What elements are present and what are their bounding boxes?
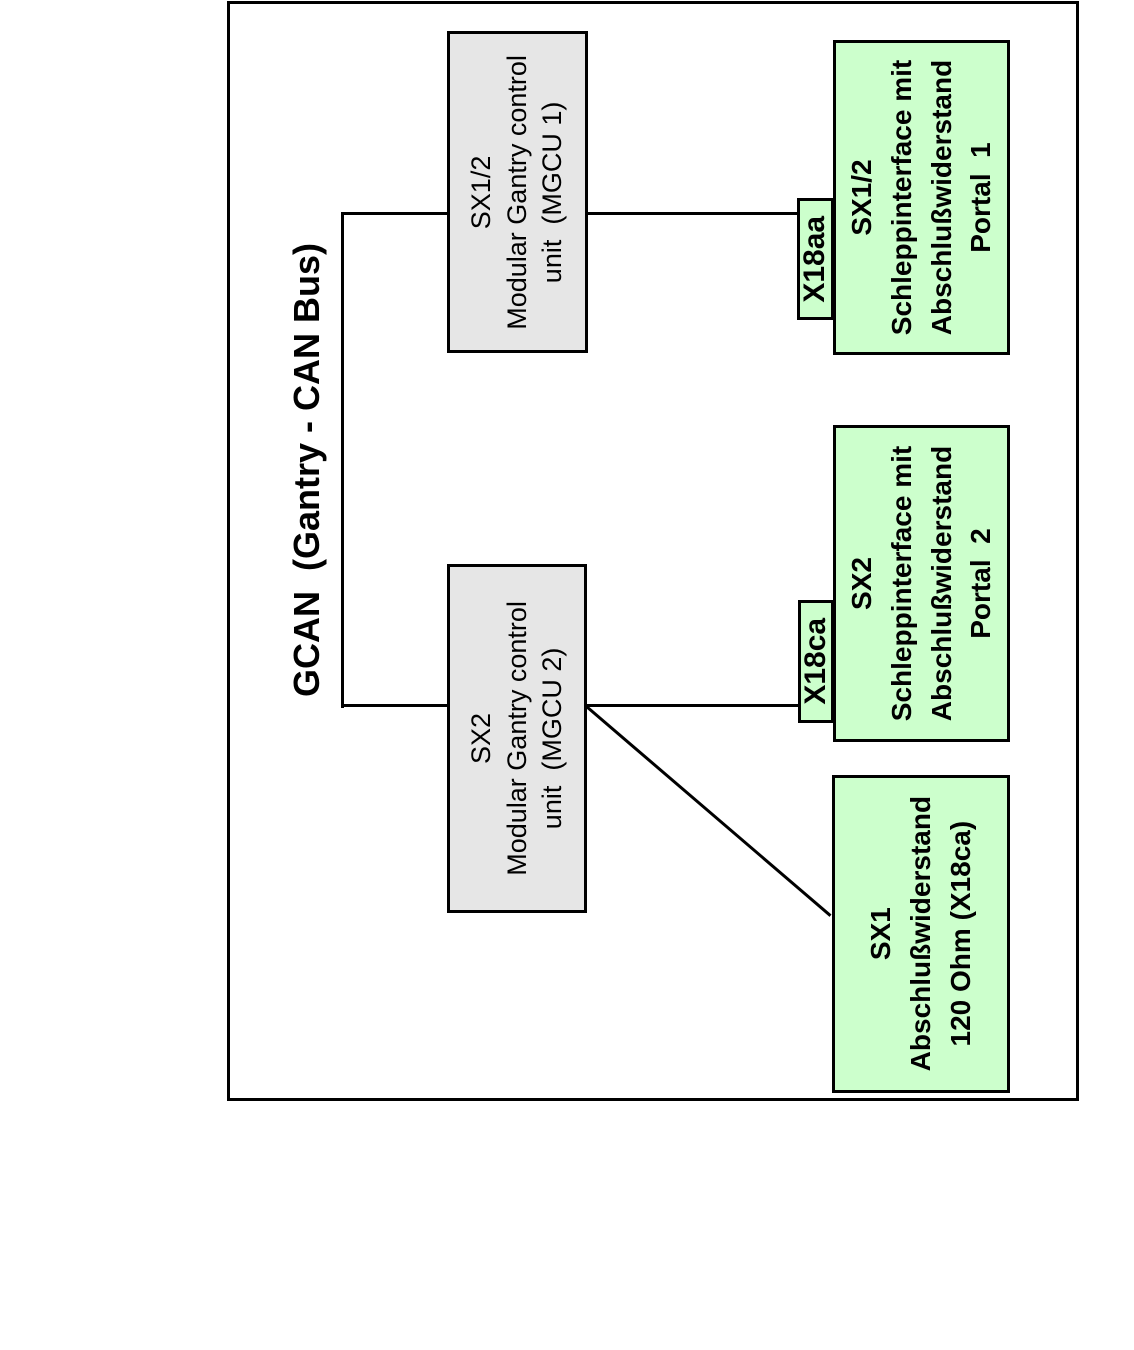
bus-trunk-line <box>341 212 344 708</box>
connector-x18ca: X18ca <box>798 600 834 723</box>
bus-branch-mgcu2-line <box>341 704 451 707</box>
mgcu1-to-x18aa-line <box>586 212 799 215</box>
node-portal2-label: SX2 Schleppinterface mit Abschlußwiderst… <box>846 445 997 722</box>
diagram-title-text: GCAN (Gantry - CAN Bus) <box>286 242 328 698</box>
node-terminator-label: SX1 Abschlußwiderstand 120 Ohm (X18ca) <box>865 796 976 1072</box>
connector-x18aa: X18aa <box>797 198 834 320</box>
connector-x18aa-label: X18aa <box>798 215 832 303</box>
node-portal1-label: SX1/2 Schleppinterface mit Abschlußwider… <box>846 59 997 336</box>
node-portal1: SX1/2 Schleppinterface mit Abschlußwider… <box>833 40 1010 355</box>
bus-branch-mgcu1-line <box>341 212 451 215</box>
node-mgcu1-label: SX1/2 Modular Gantry control unit (MGCU … <box>466 54 568 330</box>
mgcu2-to-x18ca-line <box>585 704 800 707</box>
connector-x18ca-label: X18ca <box>798 618 832 705</box>
node-mgcu1: SX1/2 Modular Gantry control unit (MGCU … <box>447 31 588 353</box>
node-terminator: SX1 Abschlußwiderstand 120 Ohm (X18ca) <box>832 775 1010 1093</box>
node-mgcu2-label: SX2 Modular Gantry control unit (MGCU 2) <box>465 601 567 876</box>
node-portal2: SX2 Schleppinterface mit Abschlußwiderst… <box>833 425 1010 742</box>
node-mgcu2: SX2 Modular Gantry control unit (MGCU 2) <box>447 564 587 913</box>
